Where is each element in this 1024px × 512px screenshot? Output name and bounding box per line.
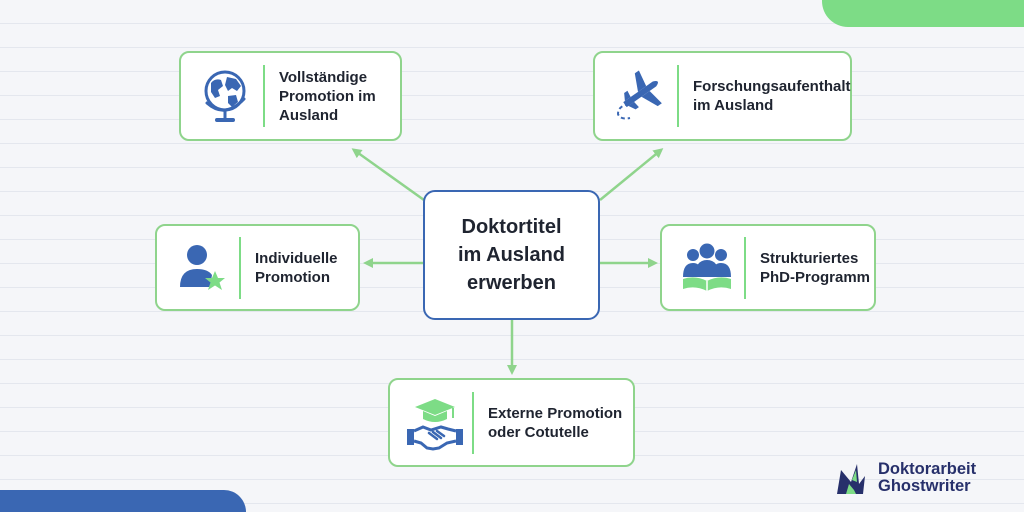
node-divider — [744, 236, 746, 299]
node-label: Individuelle Promotion — [255, 249, 338, 286]
central-label-line-2: im Ausland — [457, 244, 566, 266]
node-label: Forschungsaufenthalt im Ausland — [693, 78, 851, 114]
node-divider — [239, 236, 241, 299]
arrow-to-vollstaendig — [351, 148, 425, 202]
handshake-graduation-icon — [404, 392, 466, 454]
node-divider — [263, 65, 265, 127]
node-vollstaendige-promotion: Vollständige Promotion im Ausland — [179, 51, 402, 141]
airplane-icon — [609, 65, 671, 127]
logo-line-2: Ghostwriter — [878, 477, 971, 495]
central-label-line-1: Doktortitel — [461, 216, 562, 238]
central-node-label: Doktortitel im Ausland erwerben — [458, 213, 565, 297]
node-divider — [472, 391, 474, 454]
node-label: Strukturiertes PhD-Programm — [760, 249, 871, 286]
node-label: Externe Promotion oder Cotutelle — [488, 404, 623, 441]
brand-logo[interactable]: Doktorarbeit Ghostwriter — [834, 458, 1004, 498]
node-divider — [677, 65, 679, 127]
logo-text: Doktorarbeit Ghostwriter — [878, 461, 976, 495]
node-externe-promotion: Externe Promotion oder Cotutelle — [388, 378, 635, 467]
node-forschungsaufenthalt: Forschungsaufenthalt im Ausland — [593, 51, 852, 141]
logo-mark-icon — [837, 464, 865, 494]
node-individuelle-promotion: Individuelle Promotion — [155, 224, 360, 311]
central-label-line-3: erwerben — [467, 272, 556, 294]
corner-decoration-green — [822, 0, 1024, 27]
corner-decoration-blue — [0, 490, 246, 512]
node-strukturiertes-phd: Strukturiertes PhD-Programm — [660, 224, 876, 311]
globe-icon — [195, 65, 257, 127]
logo-line-1: Doktorarbeit — [878, 460, 977, 478]
person-star-icon — [171, 237, 233, 299]
arrow-to-forschung — [599, 148, 664, 201]
group-book-icon — [676, 237, 738, 299]
central-node: Doktortitel im Ausland erwerben — [423, 190, 600, 320]
node-label: Vollständige Promotion im Ausland — [279, 68, 376, 124]
